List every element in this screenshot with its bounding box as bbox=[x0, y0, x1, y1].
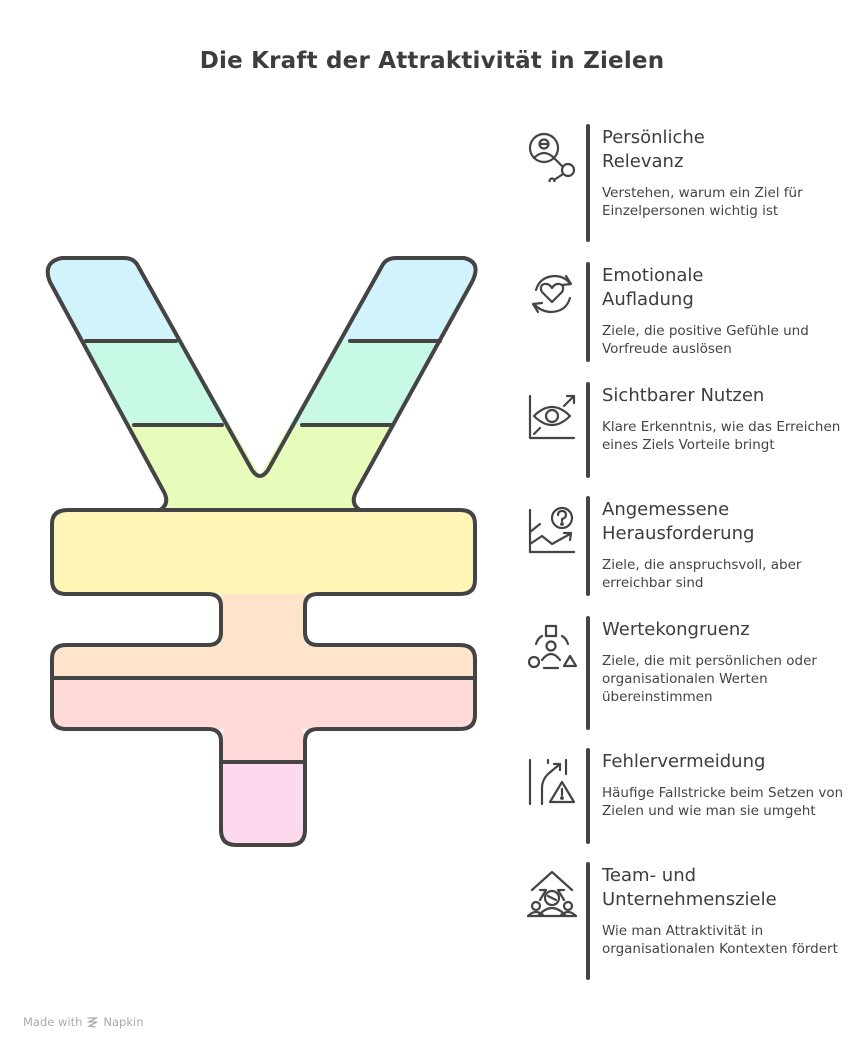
item-description: Ziele, die positive Gefühle und Vorfreud… bbox=[602, 323, 809, 357]
band-1 bbox=[48, 258, 476, 341]
divider-bar bbox=[586, 748, 590, 844]
footer-brand: Napkin bbox=[103, 1015, 144, 1029]
heart-cycle-icon bbox=[531, 274, 573, 314]
chart-question-icon bbox=[528, 506, 576, 554]
divider-bar bbox=[586, 382, 590, 478]
band-4 bbox=[48, 512, 476, 594]
team-growth-icon bbox=[526, 870, 578, 918]
eye-growth-icon bbox=[528, 394, 576, 440]
divider-bar bbox=[586, 496, 590, 596]
band-2 bbox=[48, 341, 476, 425]
item-heading: Sichtbarer Nutzen bbox=[602, 385, 765, 406]
footer-made-with: Made with bbox=[23, 1015, 83, 1029]
napkin-logo-icon bbox=[86, 1016, 99, 1028]
yen-symbol-diagram bbox=[45, 256, 478, 847]
divider-bar bbox=[586, 616, 590, 730]
item-description: Verstehen, warum ein Ziel für Einzelpers… bbox=[602, 185, 803, 219]
item-description: Ziele, die mit persönlichen oder organis… bbox=[602, 653, 817, 705]
band-5 bbox=[48, 594, 476, 678]
divider-bar bbox=[586, 124, 590, 242]
divider-bar bbox=[586, 262, 590, 362]
item-sichtbarer-nutzen: Sichtbarer Nutzen Klare Erkenntnis, wie … bbox=[522, 382, 852, 478]
item-description: Wie man Attraktivität in organisationale… bbox=[602, 923, 838, 957]
item-heading: Fehlervermeidung bbox=[602, 751, 766, 772]
band-7 bbox=[48, 762, 476, 845]
values-shapes-icon bbox=[527, 624, 578, 670]
made-with-napkin-footer[interactable]: Made with Napkin bbox=[23, 1015, 144, 1029]
road-warning-icon bbox=[528, 758, 576, 806]
band-6 bbox=[48, 678, 476, 762]
item-description: Häufige Fallstricke beim Setzen von Ziel… bbox=[602, 785, 844, 819]
item-wertekongruenz: Wertekongruenz Ziele, die mit persönlich… bbox=[522, 616, 852, 730]
page-title: Die Kraft der Attraktivität in Zielen bbox=[199, 48, 665, 74]
item-description: Klare Erkenntnis, wie das Erreichen eine… bbox=[602, 419, 841, 453]
user-network-icon bbox=[528, 132, 576, 182]
item-fehlervermeidung: Fehlervermeidung Häufige Fallstricke bei… bbox=[522, 748, 852, 844]
item-description: Ziele, die anspruchsvoll, aber erreichba… bbox=[602, 557, 802, 591]
divider-bar bbox=[586, 862, 590, 980]
band-3 bbox=[48, 425, 476, 512]
item-heading: Wertekongruenz bbox=[602, 619, 750, 640]
